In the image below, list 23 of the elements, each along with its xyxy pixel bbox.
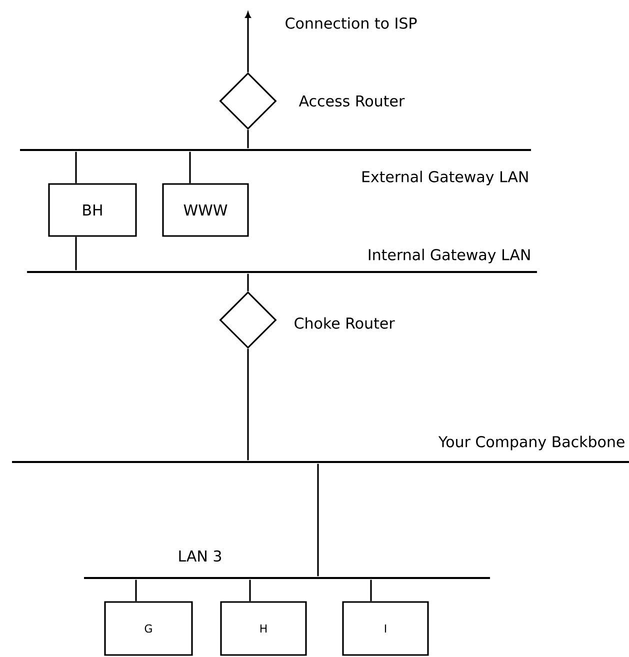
network-label: External Gateway LAN xyxy=(362,170,528,186)
host-box: BH xyxy=(48,183,137,237)
edge-label: Connection to ISP xyxy=(286,17,417,29)
host-box: H xyxy=(220,601,307,656)
host-box: WWW xyxy=(162,183,249,237)
connector-line xyxy=(75,236,77,270)
network-label: Your Company Backbone xyxy=(438,436,624,450)
host-box: G xyxy=(104,601,193,656)
connector-line xyxy=(247,274,249,292)
host-box: I xyxy=(342,601,429,656)
connector-line xyxy=(75,152,77,184)
connector-line xyxy=(249,580,251,602)
connector-line xyxy=(247,348,249,460)
connector-line xyxy=(189,152,191,184)
connector-line xyxy=(245,12,251,72)
connector-line xyxy=(135,580,137,602)
connector-line xyxy=(370,580,372,602)
network-label: Internal Gateway LAN xyxy=(368,248,530,264)
network-label: Access Router xyxy=(298,95,405,107)
network-label: Choke Router xyxy=(294,317,395,329)
connector-line xyxy=(247,130,249,148)
connector-line xyxy=(317,464,319,576)
network-label: LAN 3 xyxy=(179,550,222,562)
